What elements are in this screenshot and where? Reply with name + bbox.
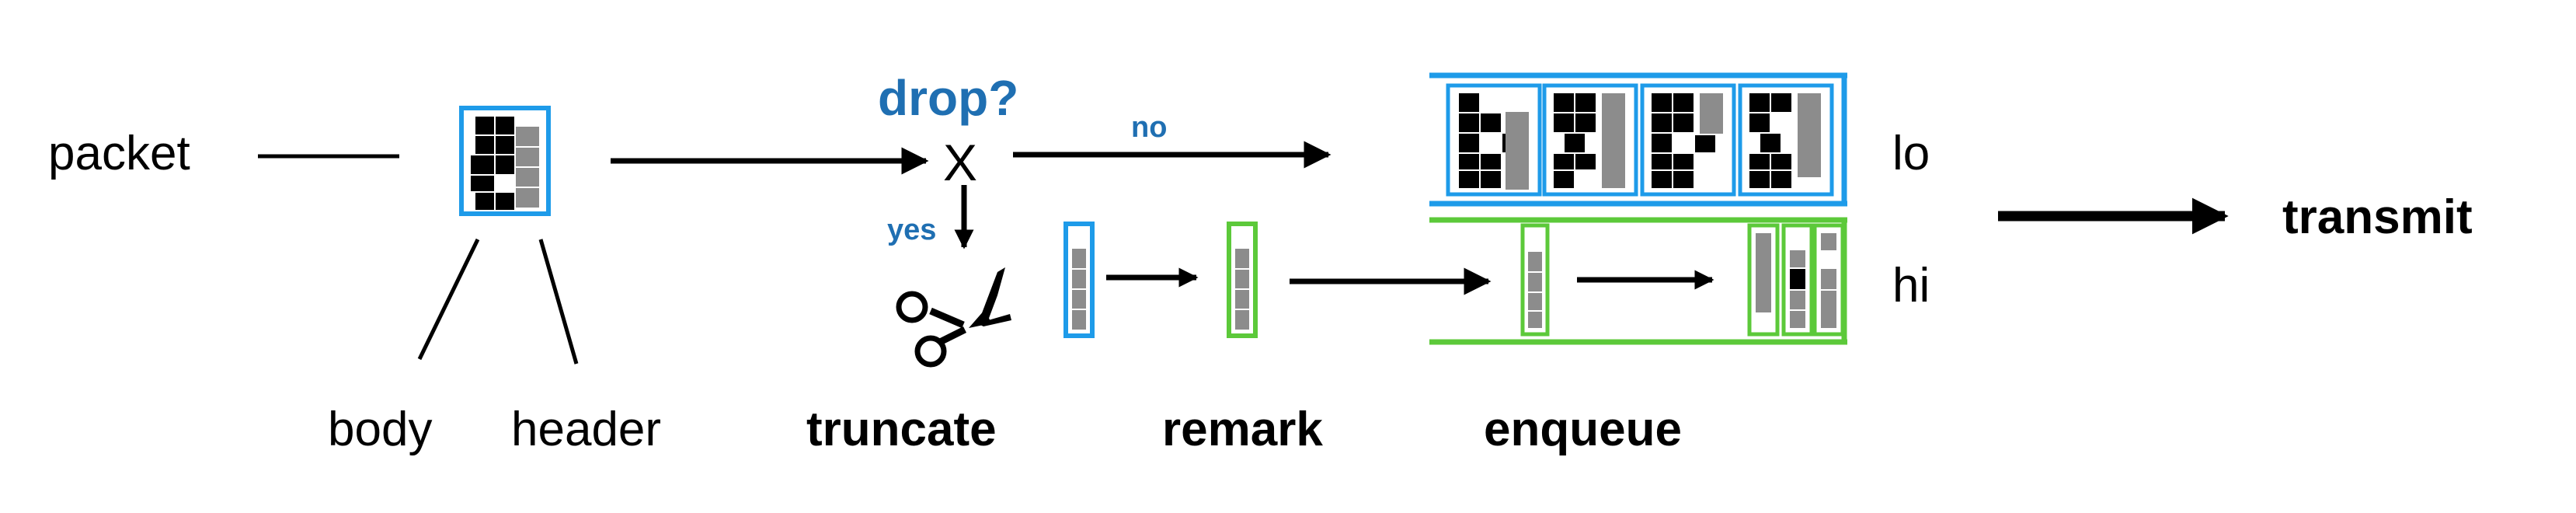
lo-queue: [1429, 72, 1847, 207]
drop-question-label: drop?: [878, 70, 1018, 126]
header-connector: [538, 239, 579, 365]
lo-queue-packet: [1446, 83, 1542, 197]
transmit-label: transmit: [2282, 190, 2473, 244]
remarked-header-icon: [1227, 222, 1258, 338]
hi-queue-label: hi: [1892, 259, 1930, 312]
packet-label: packet: [48, 127, 190, 180]
header-label: header: [511, 403, 661, 456]
no-label: no: [1131, 111, 1167, 144]
body-connector: [417, 238, 480, 361]
drop-point-mark: X: [943, 134, 977, 191]
lo-queue-packet: [1640, 83, 1736, 197]
packet-icon: [459, 106, 551, 216]
lo-queue-packet: [1738, 83, 1834, 197]
lo-queue-packet: [1542, 83, 1638, 197]
body-label: body: [328, 403, 432, 456]
truncated-header-icon: [1063, 222, 1095, 338]
yes-label: yes: [887, 214, 936, 246]
hi-queue-header: [1747, 223, 1780, 337]
truncate-label: truncate: [806, 403, 997, 456]
remark-label: remark: [1162, 403, 1323, 456]
hi-queue-header: [1812, 223, 1845, 337]
scissors-icon: [896, 267, 1011, 368]
enqueue-label: enqueue: [1484, 403, 1682, 456]
hi-queue: [1429, 217, 1847, 345]
lo-queue-label: lo: [1892, 127, 1930, 180]
hi-queue-header: [1781, 223, 1814, 337]
hi-queue-header: [1520, 223, 1550, 337]
